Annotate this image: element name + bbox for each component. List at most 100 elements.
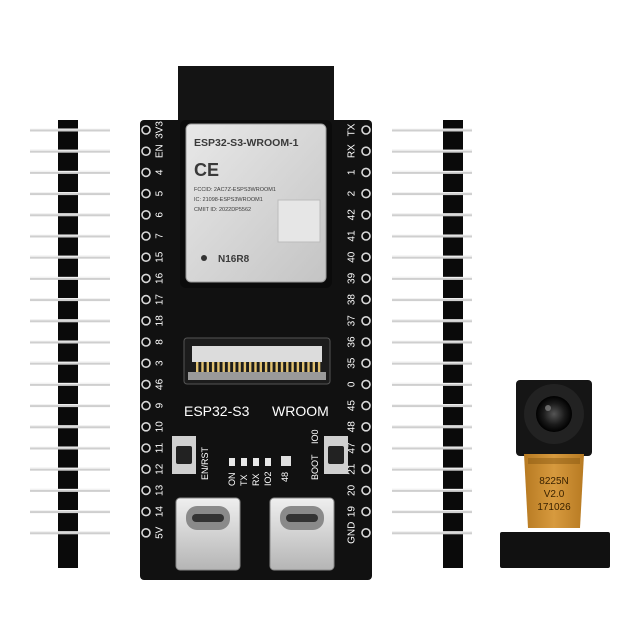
header-pin	[30, 340, 110, 344]
pin-pad	[141, 506, 151, 517]
header-pin	[392, 234, 472, 238]
pin-label: 45	[347, 400, 358, 412]
pin-pad	[361, 231, 371, 241]
header-pin	[30, 361, 110, 365]
header-pin	[30, 531, 110, 535]
left-pin-header	[30, 120, 110, 568]
header-pin	[30, 425, 110, 429]
header-pin	[30, 488, 110, 492]
header-pin	[30, 404, 110, 408]
pin-pad	[141, 464, 151, 475]
pin-pad	[361, 294, 371, 305]
antenna-area	[178, 66, 334, 124]
pin-pad	[141, 167, 151, 178]
pin-pad	[361, 210, 371, 220]
pin-label: 12	[155, 463, 166, 475]
pin-label: 46	[155, 378, 166, 390]
header-pin	[30, 319, 110, 323]
pin-pad	[361, 379, 371, 390]
header-pin	[30, 234, 110, 238]
header-pin	[392, 255, 472, 259]
boot-label: BOOT	[310, 454, 320, 480]
camera-flex-cable	[524, 454, 584, 528]
pin-label: 8	[155, 339, 166, 345]
pin-label: 4	[155, 169, 166, 175]
boot-button[interactable]	[324, 436, 348, 474]
cmiit-id: CMIIT ID: 2022DP5562	[194, 207, 251, 213]
camera-sensor-label: 8225N	[539, 476, 568, 487]
pin-pad	[361, 315, 371, 326]
pin-label: 1	[347, 169, 358, 175]
pin-pad	[141, 210, 151, 220]
header-pin	[30, 382, 110, 386]
io0-label: IO0	[310, 429, 320, 444]
pin-label: 6	[155, 212, 166, 218]
pin-label: 10	[155, 421, 166, 433]
pin-pad	[141, 146, 151, 156]
pin-label: 47	[347, 442, 358, 454]
pin-label: 20	[347, 484, 358, 496]
header-pin	[392, 149, 472, 153]
header-pin	[392, 276, 472, 280]
pin-label: 35	[347, 357, 358, 369]
led-label: ON	[227, 473, 237, 487]
reset-label: EN/RST	[200, 446, 210, 480]
pin1-dot	[201, 255, 207, 261]
pin-label: 36	[347, 336, 358, 348]
pin-label: RX	[347, 144, 358, 158]
pin-label: 3V3	[155, 121, 166, 139]
module-variant: N16R8	[218, 254, 250, 265]
pin-label: 5	[155, 190, 166, 196]
pin-pad	[361, 506, 371, 517]
pin-pad	[141, 400, 151, 411]
header-pin	[30, 446, 110, 450]
header-pin	[392, 319, 472, 323]
pin-pad	[361, 273, 371, 284]
pin-pad	[141, 443, 151, 453]
header-pin	[30, 276, 110, 280]
pin-label: 42	[347, 209, 358, 221]
header-pin	[392, 170, 472, 174]
pin-label: 17	[155, 294, 166, 306]
ic-id: IC: 21098-ESPS3WROOM1	[194, 197, 263, 203]
pin-label: 7	[155, 233, 166, 239]
pin-pad	[361, 421, 371, 432]
header-pin	[30, 213, 110, 217]
header-pin	[30, 149, 110, 153]
ce-mark: CE	[194, 160, 219, 180]
qr-code	[277, 199, 321, 243]
usb-c-port-uart[interactable]	[175, 497, 241, 571]
header-pin	[392, 340, 472, 344]
pin-pad	[361, 337, 371, 347]
rgb-led-label: 48	[280, 472, 290, 482]
pin-label: 41	[347, 230, 358, 242]
pin-label: 11	[155, 442, 166, 453]
pin-pad	[361, 146, 371, 156]
pin-pad	[141, 125, 151, 135]
pin-label: 18	[155, 315, 166, 327]
pin-label: TX	[347, 123, 358, 136]
camera-code-label: 171026	[537, 502, 571, 513]
led-label: RX	[251, 473, 261, 486]
pin-pad	[361, 358, 371, 369]
pin-pad	[361, 464, 371, 475]
pin-pads	[141, 125, 371, 538]
pin-pad	[361, 527, 371, 538]
header-pin	[30, 298, 110, 302]
usb-c-port-native[interactable]	[269, 497, 335, 571]
pin-label: 21	[347, 463, 358, 475]
pin-label: 37	[347, 315, 358, 327]
header-pin	[30, 510, 110, 514]
reset-button[interactable]	[172, 436, 196, 474]
pin-pad	[141, 421, 151, 432]
camera-module: 8225N V2.0 171026	[500, 380, 610, 568]
pin-label: 40	[347, 251, 358, 263]
pin-pad	[141, 188, 151, 199]
header-pin	[30, 255, 110, 259]
header-pin	[30, 192, 110, 196]
pin-label: 2	[347, 190, 358, 196]
header-pin	[392, 425, 472, 429]
pin-label: 13	[155, 484, 166, 496]
